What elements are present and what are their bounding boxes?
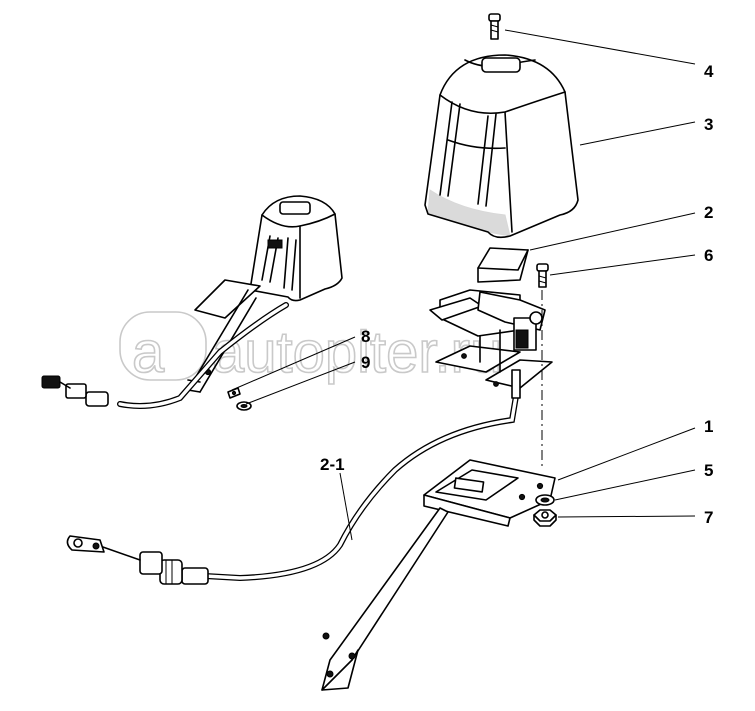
part-2-1-cable [66,369,521,585]
watermark-logo-letter: a [132,320,165,385]
callout-3: 3 [704,115,713,134]
part-9-washer [236,401,252,411]
assembled-view [41,195,343,409]
callout-5: 5 [704,461,713,480]
part-5-washer [535,494,555,506]
leader-lines [231,29,696,541]
part-1-bracket [321,459,556,691]
part-2-lever-mechanism [429,247,553,389]
callout-6: 6 [704,246,713,265]
callout-4: 4 [704,62,714,81]
callout-2-1: 2-1 [320,455,345,474]
callout-1: 1 [704,417,713,436]
callout-9: 9 [361,353,370,372]
part-3-cover [424,54,579,239]
part-7-nut [533,509,557,527]
watermark: a autopiter.ru [119,311,503,386]
callout-7: 7 [704,508,713,527]
part-4-screw [488,13,501,40]
watermark-logo-frame [119,311,207,381]
callout-8: 8 [361,327,370,346]
callout-2: 2 [704,203,713,222]
part-6-bolt [536,263,549,288]
callouts: 4 3 2 6 1 5 7 8 9 2-1 [320,62,714,527]
